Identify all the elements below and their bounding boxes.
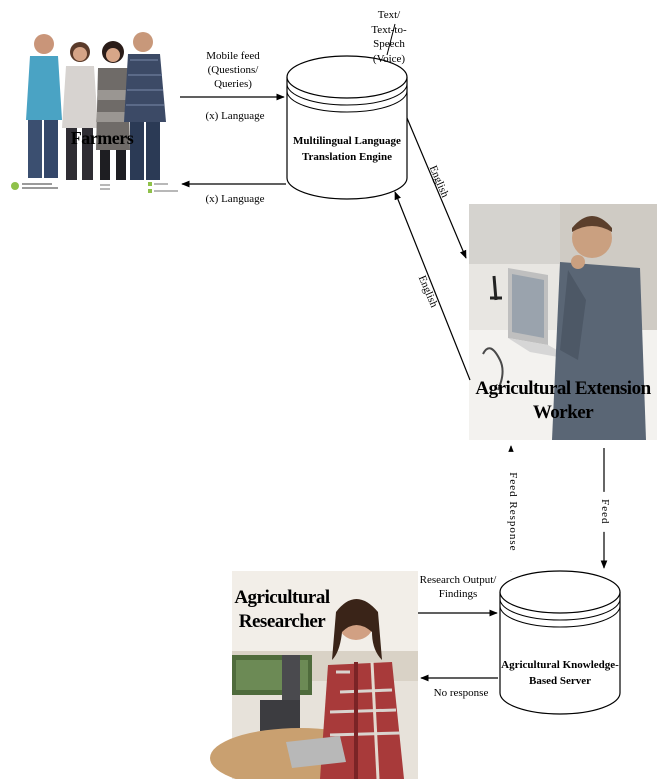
feed-label: Feed xyxy=(597,491,611,532)
translation-engine-cylinder xyxy=(286,55,408,200)
farmers-label: Farmers xyxy=(70,128,134,148)
translation-engine-label: Multilingual Language Translation Engine xyxy=(293,135,401,163)
extension-worker-photo xyxy=(469,204,657,440)
research-output-label: Research Output/ Findings xyxy=(419,574,497,600)
researcher-label: Agricultural Researcher xyxy=(234,587,330,632)
stock-watermark xyxy=(11,182,178,193)
arrow-engine-to-worker xyxy=(406,117,467,259)
knowledge-server-label: Agricultural Knowledge- Based Server xyxy=(501,659,619,687)
language-in-label: (x) Language xyxy=(205,110,265,122)
farmer-figure-1 xyxy=(26,34,62,178)
mobile-feed-label: Mobile feed (Questions/ Queries) xyxy=(206,50,260,90)
arrow-worker-to-engine xyxy=(394,191,471,381)
extension-worker-label: Agricultural Extension Worker xyxy=(475,378,651,423)
farmer-figure-2 xyxy=(62,42,98,180)
farmer-figure-3 xyxy=(96,41,130,180)
no-response-label: No response xyxy=(433,687,489,699)
arrow-text-speech-to-engine xyxy=(386,23,396,56)
language-out-label: (x) Language xyxy=(205,193,265,205)
feed-response-label: Feed Response xyxy=(505,451,519,572)
farmers-photo xyxy=(10,20,178,195)
researcher-photo xyxy=(210,571,418,779)
farmer-figure-4 xyxy=(124,32,166,180)
text-speech-label: Text/ Text-to- Speech (Voice) xyxy=(371,9,407,65)
knowledge-server-cylinder xyxy=(499,570,621,715)
